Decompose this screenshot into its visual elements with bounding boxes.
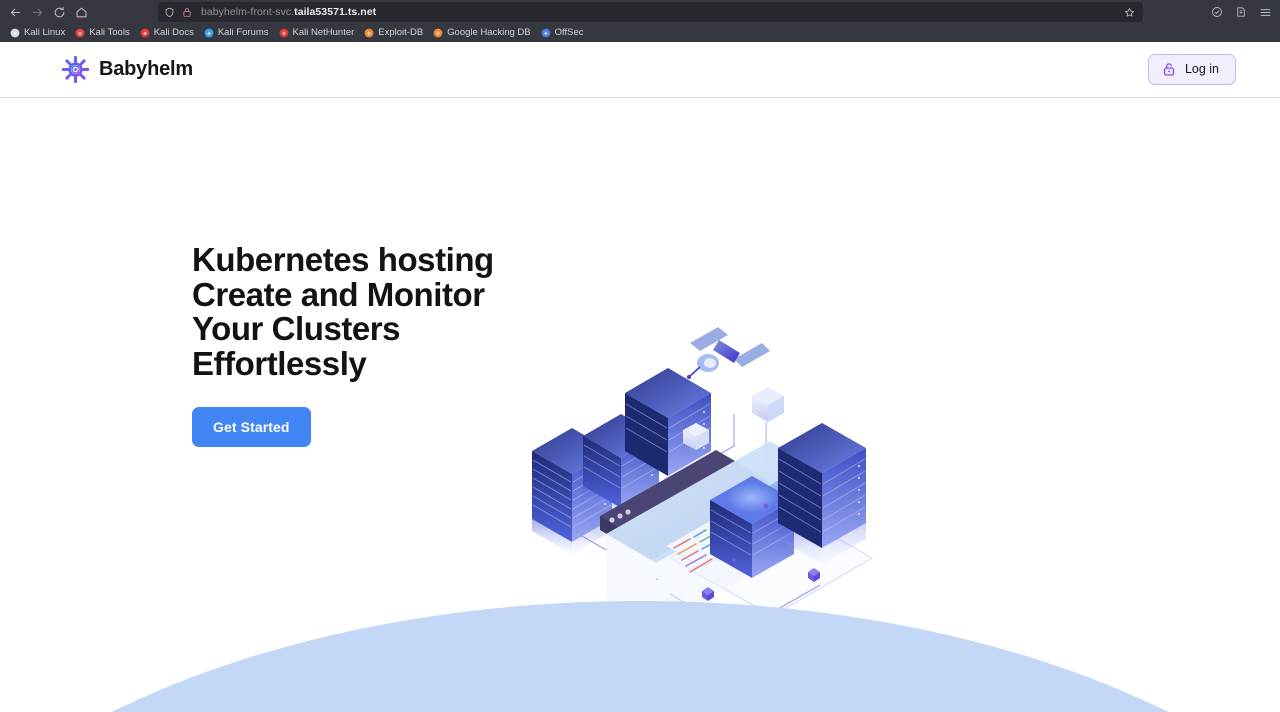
address-bar[interactable]: babyhelm-front-svc.taila53571.ts.net	[158, 2, 1143, 22]
forward-button[interactable]	[26, 2, 48, 22]
bottom-wave-decoration	[0, 601, 1280, 712]
lock-icon[interactable]	[182, 7, 192, 18]
google-hacking-db-icon	[433, 28, 443, 38]
bookmark-item[interactable]: Kali NetHunter	[274, 25, 360, 41]
bookmark-label: Google Hacking DB	[447, 27, 531, 39]
back-button[interactable]	[4, 2, 26, 22]
bookmark-item[interactable]: Kali Docs	[135, 25, 199, 41]
bookmark-label: OffSec	[554, 27, 584, 39]
browser-navigation-bar: babyhelm-front-svc.taila53571.ts.net	[0, 0, 1280, 24]
bookmark-label: Kali Tools	[89, 27, 130, 39]
hamburger-menu-icon[interactable]	[1254, 1, 1276, 23]
brand-name: Babyhelm	[99, 58, 193, 80]
login-button[interactable]: Log in	[1147, 54, 1236, 85]
bookmark-label: Kali Docs	[153, 27, 194, 39]
address-bar-url: babyhelm-front-svc.taila53571.ts.net	[201, 6, 376, 18]
arrow-left-icon	[10, 8, 20, 16]
site-header: Babyhelm Log in	[0, 42, 1280, 98]
bookmark-item[interactable]: Kali Forums	[199, 25, 274, 41]
page-content: Babyhelm Log in Kubernetes hosting Creat…	[0, 42, 1280, 712]
browser-toolbar-right	[1206, 0, 1276, 24]
url-prefix: babyhelm-front-svc.	[201, 6, 295, 18]
shield-icon[interactable]	[164, 7, 175, 18]
hero-section: Kubernetes hosting Create and Monitor Yo…	[0, 98, 1280, 712]
page-title: Kubernetes hosting Create and Monitor Yo…	[192, 241, 494, 382]
network-nodes	[702, 503, 820, 601]
cube-node-small	[683, 423, 709, 450]
kali-nethunter-icon	[279, 28, 289, 38]
account-icon[interactable]	[1230, 1, 1252, 23]
exploit-db-icon	[364, 28, 374, 38]
isometric-datacenter-illustration	[520, 308, 900, 638]
lock-open-icon	[1163, 63, 1175, 76]
satellite-icon	[687, 327, 770, 379]
home-icon	[76, 7, 86, 17]
nav-button-group	[0, 2, 92, 22]
kali-forums-icon	[204, 28, 214, 38]
bookmark-star-button[interactable]	[1119, 4, 1139, 20]
kali-dragon-icon	[10, 28, 20, 38]
brand-logo-group[interactable]: Babyhelm	[62, 56, 193, 83]
bookmark-item[interactable]: Kali Linux	[5, 25, 70, 41]
login-button-label: Log in	[1184, 62, 1219, 77]
address-bar-icons	[164, 7, 192, 18]
kali-tools-icon	[75, 28, 85, 38]
home-button[interactable]	[70, 2, 92, 22]
bookmark-item[interactable]: Exploit-DB	[359, 25, 428, 41]
bookmarks-bar: Kali Linux Kali Tools Kali Docs Kali Forums…	[0, 24, 1280, 42]
bookmark-label: Kali NetHunter	[292, 27, 355, 39]
offsec-icon	[541, 28, 551, 38]
browser-chrome: babyhelm-front-svc.taila53571.ts.net	[0, 0, 1280, 42]
reload-icon	[54, 6, 64, 17]
bookmark-label: Kali Forums	[217, 27, 269, 39]
bookmark-item[interactable]: Google Hacking DB	[428, 25, 535, 41]
get-started-button[interactable]: Get Started	[192, 407, 311, 447]
url-domain: taila53571.ts.net	[294, 6, 377, 18]
bookmark-item[interactable]: OffSec	[536, 25, 589, 41]
bookmark-label: Kali Linux	[24, 27, 66, 39]
hero-copy: Kubernetes hosting Create and Monitor Yo…	[192, 241, 552, 447]
arrow-right-icon	[32, 8, 42, 16]
bookmark-item[interactable]: Kali Tools	[70, 25, 135, 41]
helm-wheel-icon	[62, 56, 89, 83]
kali-docs-icon	[140, 28, 150, 38]
star-icon	[1124, 7, 1134, 17]
shield-check-icon[interactable]	[1206, 1, 1228, 23]
server-rack-right	[778, 423, 866, 564]
reload-button[interactable]	[48, 2, 70, 22]
bookmark-label: Exploit-DB	[378, 27, 424, 39]
